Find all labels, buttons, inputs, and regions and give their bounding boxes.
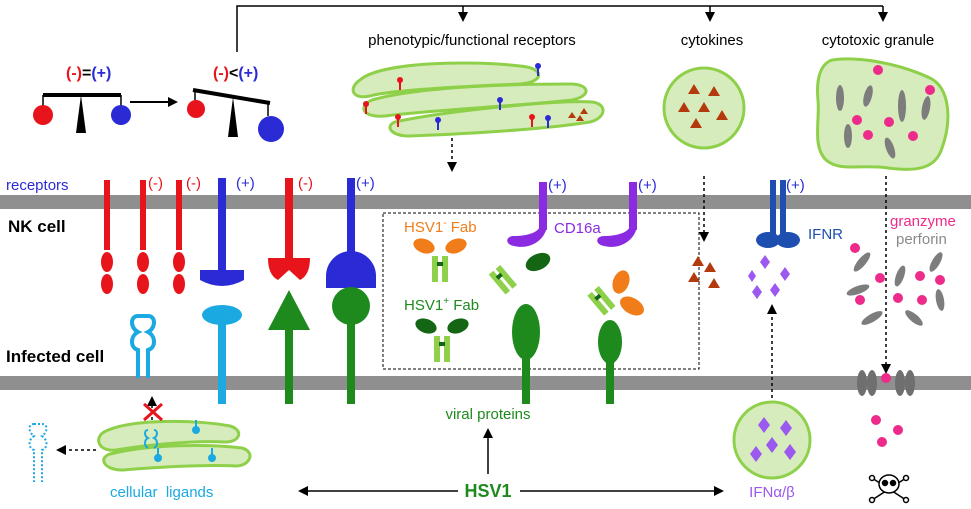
ifn-molecules [748,255,790,299]
activating-receptor-1 [200,178,244,404]
sign-pos-2: (+) [356,175,375,192]
label-hsv-pos-fab: HSV1+ Fab [404,296,479,314]
balance-left-plus: (+) [91,65,111,82]
label-perforin: perforin [896,231,947,248]
sign-neg-3: (-) [298,175,313,192]
label-cd16a: CD16a [554,220,601,237]
sign-pos-1: (+) [236,175,255,192]
inhibitory-receptor-1 [101,180,113,294]
label-cellular-ligands: cellular ligands [110,484,213,501]
ifnr-receptor [756,180,800,248]
sign-neg-2: (-) [186,175,201,192]
svg-text:(-)=(+): (-)=(+) [66,65,111,82]
label-viral-proteins: viral proteins [445,406,530,423]
released-cytokines [688,256,720,288]
cd16a-receptor-1 [507,182,547,247]
sign-pos-3: (+) [548,177,567,194]
inhibitory-receptor-2 [137,180,149,294]
ifn-vesicle [732,400,812,480]
released-granule-content [846,243,945,326]
balance-less: (-)<(+) [187,65,284,142]
top-bracket [236,5,888,52]
label-hsv1: HSV1 [464,481,511,501]
label-infected-cell: Infected cell [6,347,104,366]
label-hsv-neg-fab: HSV1- Fab [404,218,477,236]
label-cytokines: cytokines [681,32,744,49]
er-receptors [363,63,588,130]
block-cross-icon [143,402,163,422]
svg-text:(-)<(+): (-)<(+) [213,65,258,82]
label-phenotypic-receptors: phenotypic/functional receptors [368,32,576,49]
sign-pos-5: (+) [786,177,805,194]
inhibitory-receptor-4 [268,178,310,404]
viral-protein-complex-1 [488,252,551,404]
nk-membrane [0,195,971,209]
granzyme-inside [871,415,903,447]
cellular-ligand-surface [130,314,156,378]
balance-left-eq: = [82,65,91,82]
balance-right-lt: < [229,65,238,82]
label-nk-cell: NK cell [8,217,66,236]
cytotoxic-granule-shape [816,57,950,171]
sign-pos-4: (+) [638,177,657,194]
shed-ligand [28,423,48,482]
endoplasmic-reticulum-bottom [97,419,252,472]
skull-icon [868,474,910,504]
antibody-hsv-neg [413,238,467,282]
activating-receptor-2 [326,178,376,404]
label-ifnr: IFNR [808,226,843,243]
label-receptors: receptors [6,177,69,194]
label-ifn: IFNα/β [749,484,795,501]
label-cytotoxic-granule: cytotoxic granule [822,32,935,49]
cytokine-vesicle [662,66,746,150]
er-ligands [144,420,216,462]
inhibitory-receptor-3 [173,180,185,294]
balance-left-minus: (-) [66,65,82,82]
perforin-pore [857,370,915,396]
infected-membrane [0,376,971,390]
label-granzyme: granzyme [890,213,956,230]
endoplasmic-reticulum-top [351,61,605,138]
balance-equal: (-)=(+) [33,65,131,133]
balance-right-plus: (+) [238,65,258,82]
antibody-hsv-pos [415,318,469,362]
sign-neg-1: (-) [148,175,163,192]
cd16a-receptor-2 [597,182,637,247]
viral-protein-complex-2 [587,270,644,404]
balance-right-minus: (-) [213,65,229,82]
